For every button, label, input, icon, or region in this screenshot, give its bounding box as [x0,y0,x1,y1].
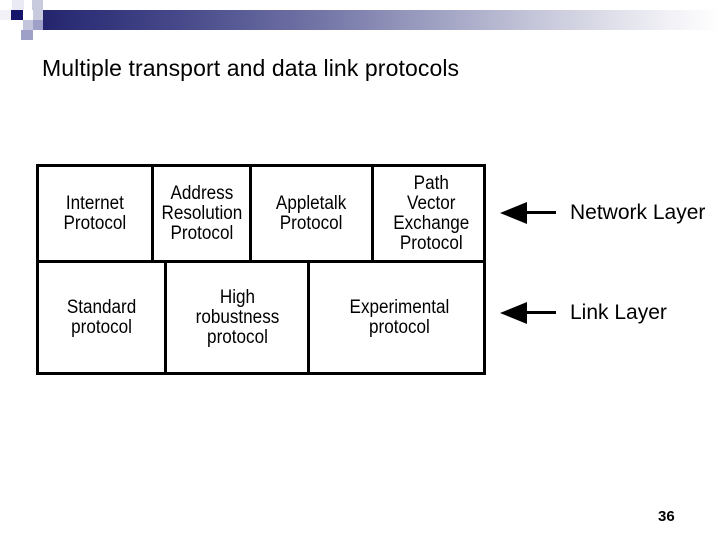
protocol-cell-label: Experimental protocol [349,296,450,338]
protocol-cell-label: Appletalk Protocol [276,192,347,234]
network-layer-label: Network Layer [570,201,706,224]
protocol-cell-label: Address Resolution Protocol [161,182,242,244]
page-number: 36 [658,508,675,525]
pixel-block-6 [33,10,43,20]
pixel-block-4 [11,10,23,20]
protocol-cell: Standard protocol [39,263,164,372]
link-layer-label: Link Layer [570,301,667,324]
pixel-block-10 [33,20,43,30]
protocol-cell: High robustness protocol [164,263,307,372]
link-layer-marker: Link Layer [500,298,667,328]
link-layer-row: Standard protocol High robustness protoco… [36,261,486,375]
protocol-stack-diagram: Internet Protocol Address Resolution Prot… [36,164,486,375]
protocol-cell: Experimental protocol [307,263,489,372]
pixel-block-9 [23,20,33,30]
pixel-block-7 [0,20,11,30]
network-layer-marker: Network Layer [500,198,705,228]
pixel-block-5 [23,10,33,20]
header-gradient-bar [42,10,720,30]
protocol-cell: Appletalk Protocol [249,167,371,260]
pixel-block-1 [12,0,24,10]
protocol-cell-label: Internet Protocol [63,192,127,234]
network-layer-row: Internet Protocol Address Resolution Prot… [36,164,486,262]
pixel-block-3 [0,10,11,20]
pixel-block-2 [32,0,43,10]
protocol-cell-label: High robustness protocol [195,286,279,348]
pixel-block-11 [21,30,33,40]
protocol-cell: Internet Protocol [39,167,151,260]
protocol-cell-label: Path Vector Exchange Protocol [393,172,470,254]
page-title: Multiple transport and data link protoco… [42,55,460,81]
pixel-block-8 [11,20,23,30]
arrow-left-icon [500,302,556,324]
protocol-cell: Address Resolution Protocol [151,167,249,260]
slide-header-decoration [0,0,720,48]
protocol-cell: Path Vector Exchange Protocol [371,167,489,260]
arrow-left-icon [500,202,556,224]
protocol-cell-label: Standard protocol [66,296,137,338]
pixel-block-0 [0,0,12,10]
